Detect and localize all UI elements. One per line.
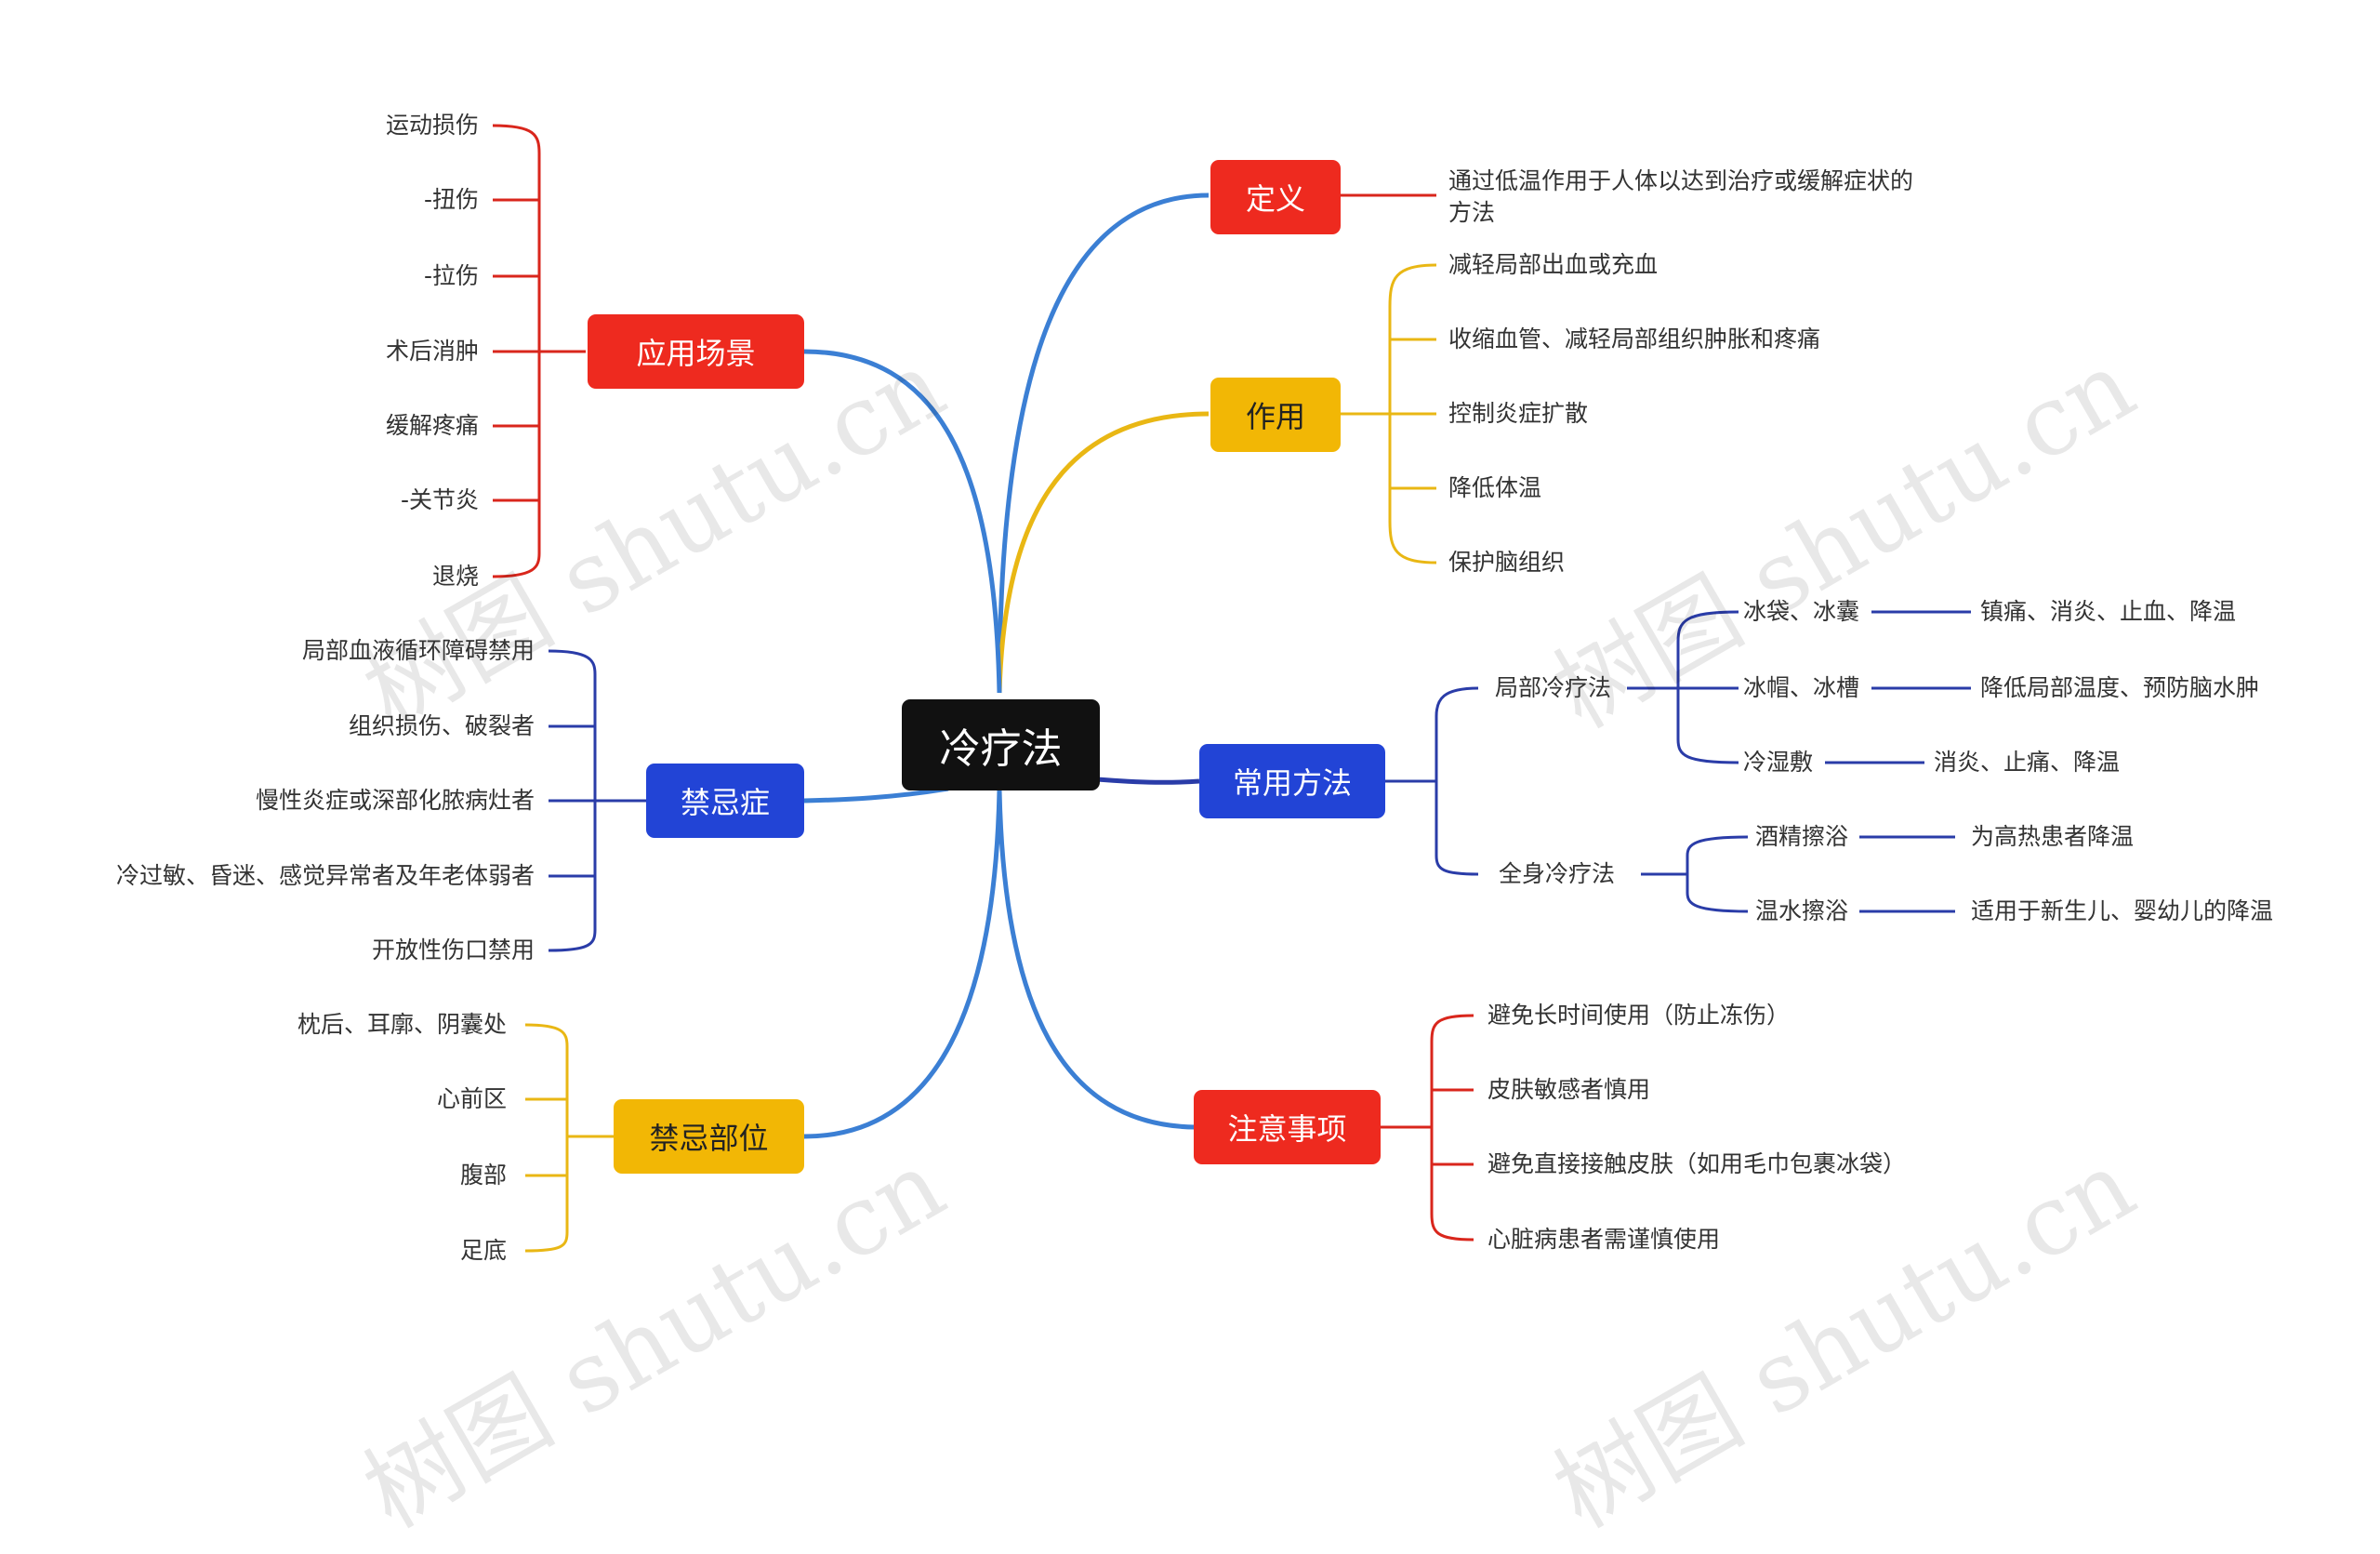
mind-map-connectors xyxy=(492,124,1971,1253)
method-detail[interactable]: 消炎、止痛、降温 xyxy=(1934,749,2121,776)
method-detail[interactable]: 镇痛、消炎、止血、降温 xyxy=(1980,598,2237,625)
effect-item[interactable]: 减轻局部出血或充血 xyxy=(1448,251,1659,278)
branch-methods[interactable]: 常用方法 xyxy=(1199,744,1385,818)
link-definition xyxy=(997,193,1210,694)
scene-item[interactable]: 运动损伤 xyxy=(385,112,479,139)
effect-item[interactable]: 控制炎症扩散 xyxy=(1448,400,1589,427)
definition-text: 通过低温作用于人体以达到治疗或缓解症状的 xyxy=(1448,167,1914,194)
method-local[interactable]: 局部冷疗法 xyxy=(1495,674,1612,701)
link-effect xyxy=(997,411,1210,694)
link-forbidden xyxy=(803,790,1002,1139)
contra-item[interactable]: 冷过敏、昏迷、感觉异常者及年老体弱者 xyxy=(115,862,535,889)
method-item[interactable]: 冰帽、冰槽 xyxy=(1743,674,1860,701)
scene-item[interactable]: -扭伤 xyxy=(423,186,479,213)
link-methods xyxy=(1096,777,1200,785)
forbidden-site-item[interactable]: 足底 xyxy=(459,1237,507,1264)
forbidden-site-item[interactable]: 枕后、耳廓、阴囊处 xyxy=(297,1011,507,1038)
branch-scenes[interactable]: 应用场景 xyxy=(588,314,804,389)
branch-contra[interactable]: 禁忌症 xyxy=(646,764,804,838)
link-contra xyxy=(803,786,949,804)
scene-item[interactable]: -关节炎 xyxy=(400,486,479,513)
link-notes xyxy=(997,790,1196,1130)
effect-item[interactable]: 降低体温 xyxy=(1448,474,1542,501)
contra-item[interactable]: 开放性伤口禁用 xyxy=(371,936,535,963)
method-item[interactable]: 温水擦浴 xyxy=(1755,897,1849,924)
forbidden-site-item[interactable]: 心前区 xyxy=(436,1085,507,1112)
scene-item[interactable]: 缓解疼痛 xyxy=(385,412,479,439)
method-whole[interactable]: 全身冷疗法 xyxy=(1499,860,1616,887)
note-item[interactable]: 心脏病患者需谨慎使用 xyxy=(1488,1226,1721,1253)
method-detail[interactable]: 适用于新生儿、婴幼儿的降温 xyxy=(1971,897,2274,924)
contra-item[interactable]: 组织损伤、破裂者 xyxy=(348,712,535,739)
note-item[interactable]: 皮肤敏感者慎用 xyxy=(1488,1076,1651,1103)
branch-forbidden-sites[interactable]: 禁忌部位 xyxy=(614,1099,804,1174)
definition-text: 方法 xyxy=(1448,199,1496,226)
method-item[interactable]: 冰袋、冰囊 xyxy=(1743,598,1860,625)
scene-item[interactable]: 术后消肿 xyxy=(385,338,479,365)
link-scenes xyxy=(803,349,1002,694)
contra-item[interactable]: 慢性炎症或深部化脓病灶者 xyxy=(255,787,535,814)
scene-item[interactable]: 退烧 xyxy=(431,563,479,590)
forbidden-site-item[interactable]: 腹部 xyxy=(459,1162,507,1189)
method-item[interactable]: 冷湿敷 xyxy=(1743,749,1814,776)
effect-item[interactable]: 保护脑组织 xyxy=(1448,549,1566,576)
effect-item[interactable]: 收缩血管、减轻局部组织肿胀和疼痛 xyxy=(1448,325,1821,352)
contra-item[interactable]: 局部血液循环障碍禁用 xyxy=(301,637,535,664)
method-detail[interactable]: 降低局部温度、预防脑水肿 xyxy=(1980,674,2260,701)
center-node[interactable]: 冷疗法 xyxy=(902,699,1100,790)
scene-item[interactable]: -拉伤 xyxy=(423,262,479,289)
note-item[interactable]: 避免直接接触皮肤（如用毛巾包裹冰袋） xyxy=(1488,1150,1907,1177)
method-item[interactable]: 酒精擦浴 xyxy=(1755,823,1849,850)
branch-effect[interactable]: 作用 xyxy=(1210,378,1341,452)
method-detail[interactable]: 为高热患者降温 xyxy=(1971,823,2135,850)
branch-definition[interactable]: 定义 xyxy=(1210,160,1341,234)
branch-notes[interactable]: 注意事项 xyxy=(1194,1090,1381,1164)
note-item[interactable]: 避免长时间使用（防止冻伤） xyxy=(1488,1002,1791,1029)
